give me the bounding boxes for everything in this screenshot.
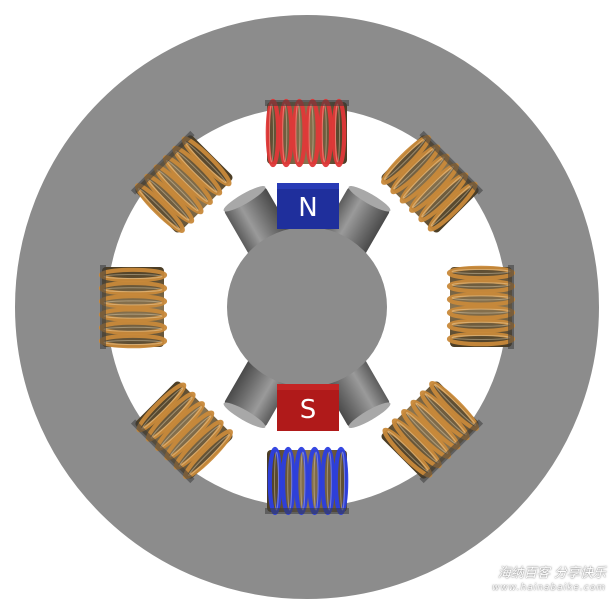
coil-left: [98, 265, 168, 349]
coil-top-right: [380, 130, 484, 233]
watermark-url: www.hainabaike.com: [492, 583, 606, 593]
rotor-hub: [227, 227, 387, 387]
stator-ring: [15, 15, 599, 599]
coil-right: [446, 265, 516, 349]
coil-top: [265, 98, 349, 168]
stator-coils: [98, 98, 516, 516]
watermark: 海纳百客 分享快乐 www.hainabaike.com: [492, 567, 606, 595]
south-pole: S: [277, 384, 339, 431]
north-pole: N: [277, 183, 339, 229]
coil-bottom-right: [381, 380, 484, 484]
north-pole-label: N: [298, 193, 317, 223]
coil-bottom-left: [130, 381, 234, 484]
coil-top-left: [130, 130, 233, 234]
watermark-title: 海纳百客 分享快乐: [497, 566, 606, 581]
coil-bottom: [265, 446, 349, 516]
south-pole-label: S: [300, 395, 317, 425]
